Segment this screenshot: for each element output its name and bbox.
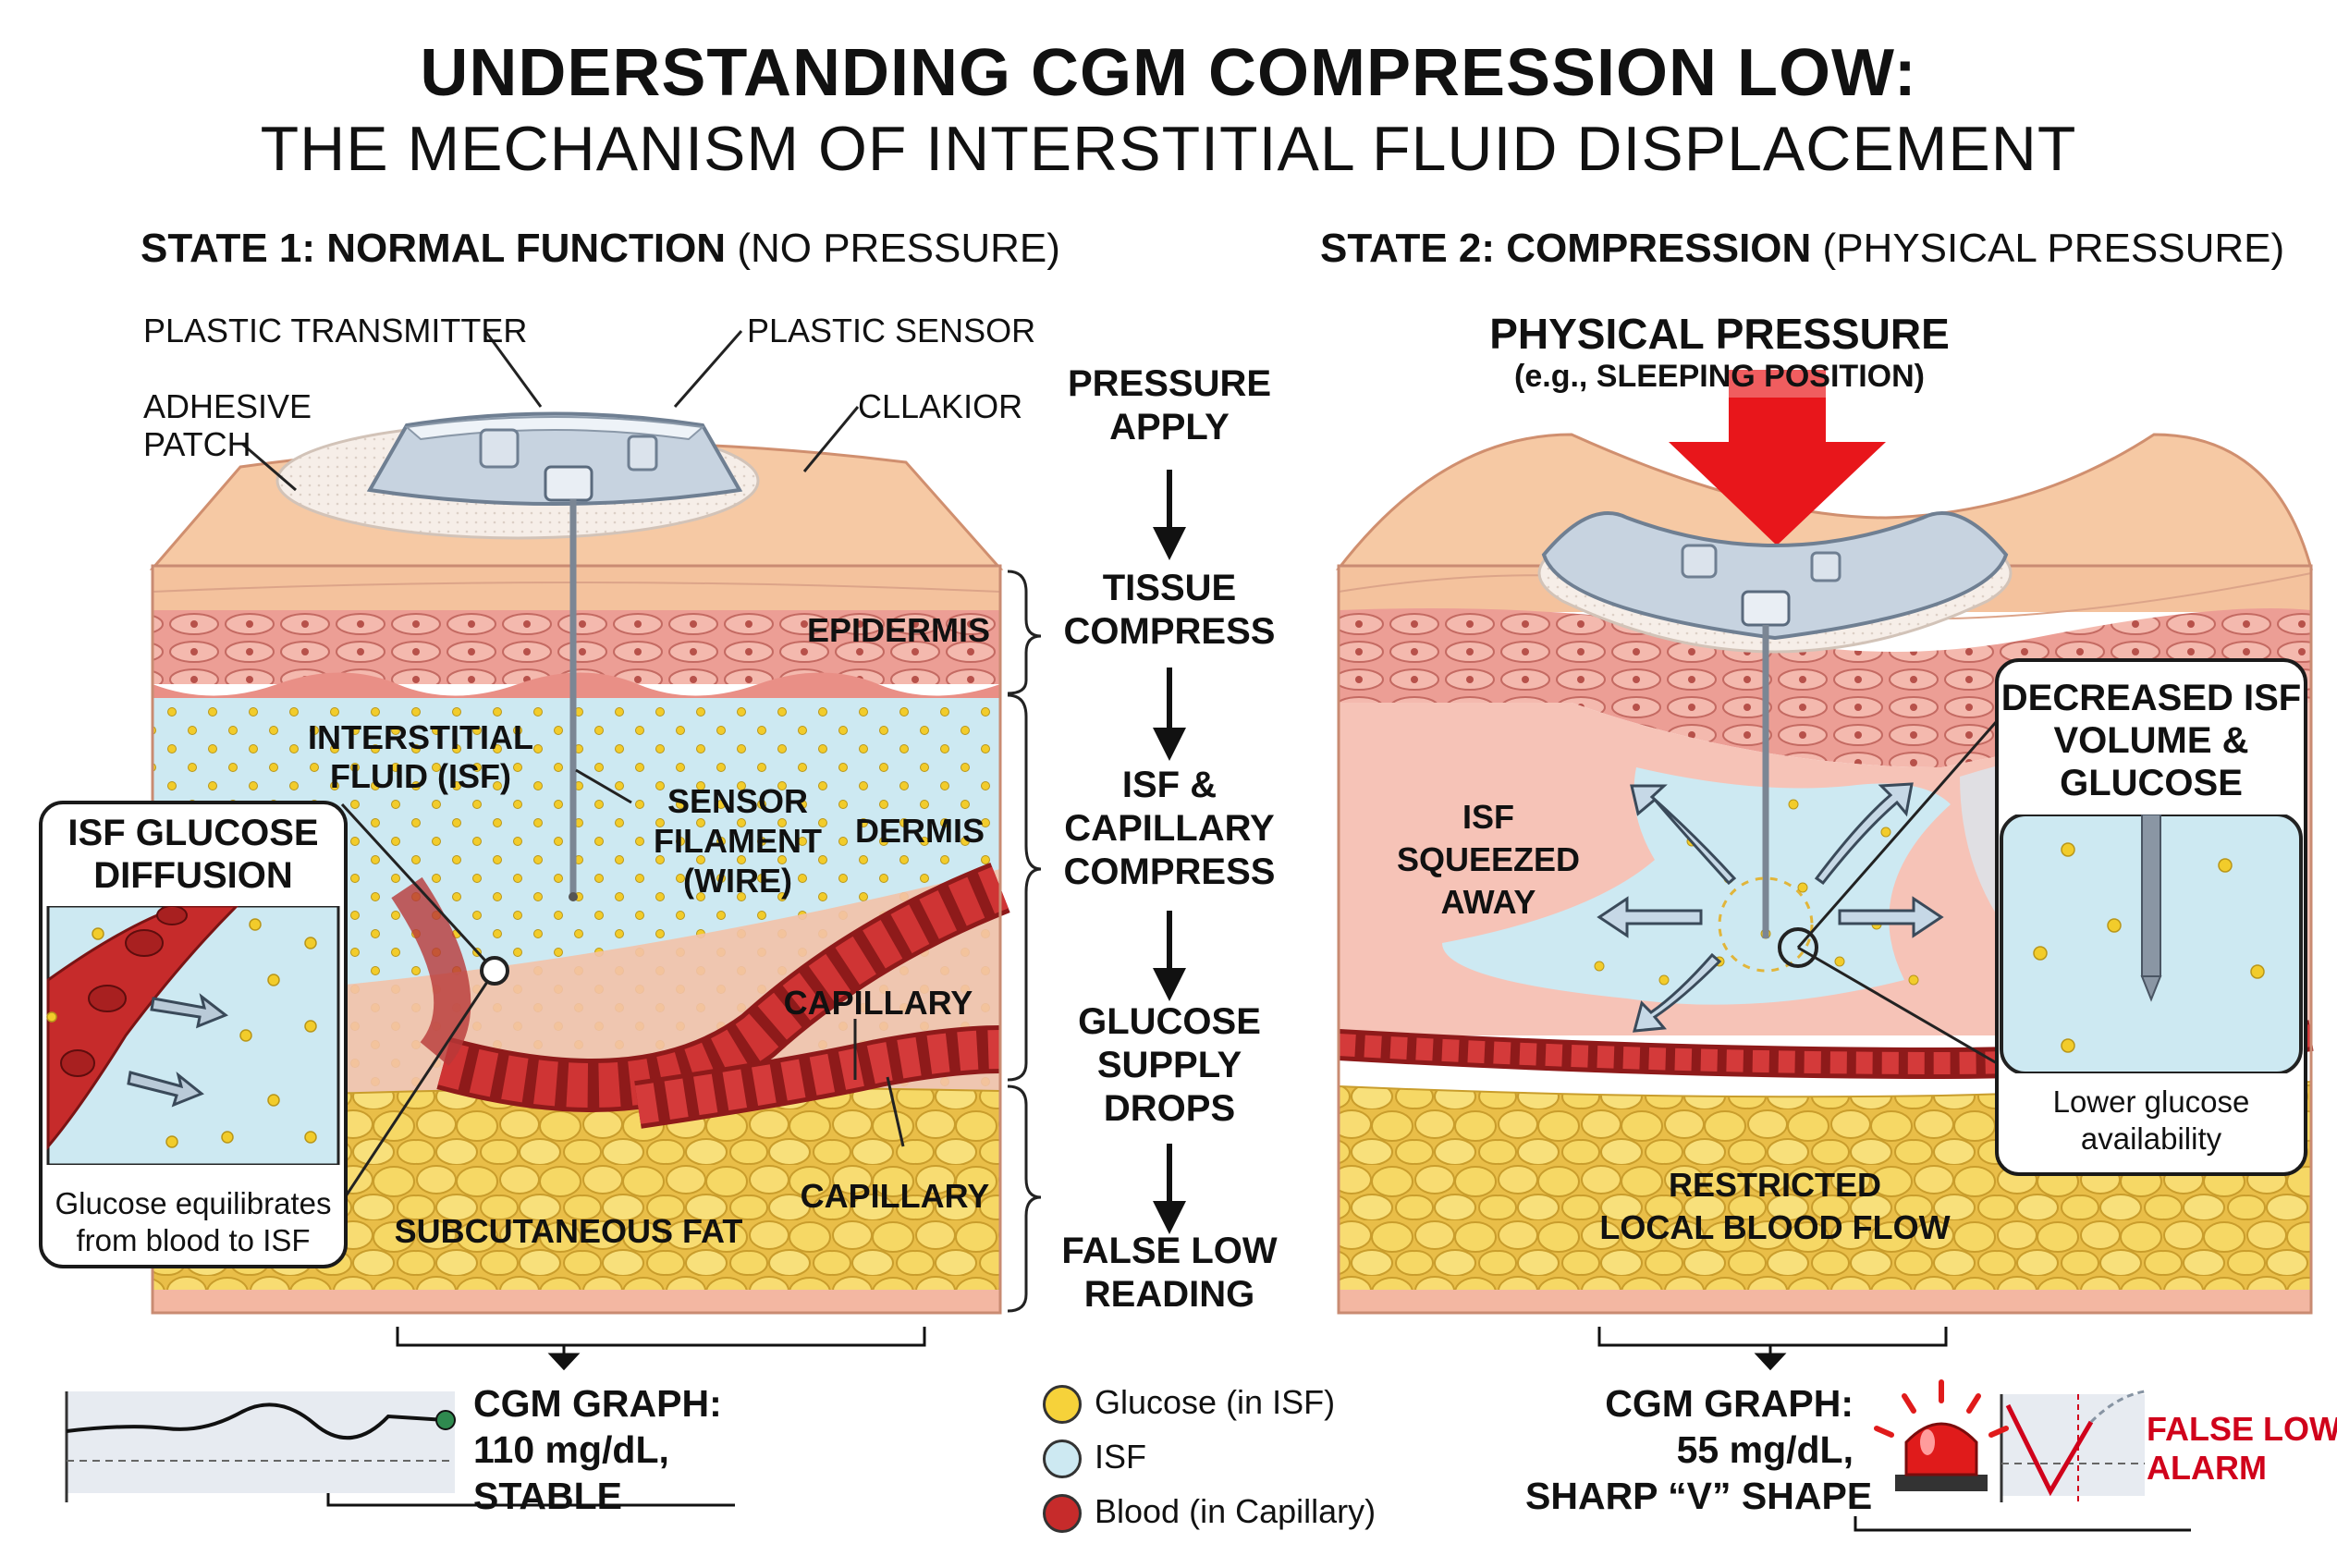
state2-inset-caption-1: Lower glucose xyxy=(2052,1084,2250,1119)
label-adhesive-1: ADHESIVE xyxy=(143,387,312,425)
flow-step-4-line1: GLUCOSE xyxy=(1078,1001,1261,1042)
state2-heading-bold: STATE 2: COMPRESSION xyxy=(1320,226,1812,271)
flow-step-5: FALSE LOW READING xyxy=(1031,1230,1308,1317)
legend-blood-swatch xyxy=(1043,1494,1082,1534)
label-capillary-1: CAPILLARY xyxy=(783,984,973,1022)
label-isf-squeezed-2: SQUEEZED xyxy=(1396,840,1581,878)
state2-inset-title-3: GLUCOSE xyxy=(2060,763,2243,803)
label-cllakior: CLLAKIOR xyxy=(858,387,1023,425)
state1-graph-line2: 110 mg/dL, xyxy=(473,1428,669,1471)
label-sensor-2: FILAMENT xyxy=(654,822,822,860)
legend-isf-label: ISF xyxy=(1095,1438,1147,1476)
label-sensor-3: (WIRE) xyxy=(683,862,792,900)
flow-step-3-line2: CAPILLARY xyxy=(1064,808,1275,849)
state1-cgm-mini-graph xyxy=(65,1391,456,1502)
state1-inset-title-2: DIFFUSION xyxy=(93,855,293,896)
state2-graph-line2: 55 mg/dL, xyxy=(1676,1428,1854,1471)
legend-item-blood: Blood (in Capillary) xyxy=(1043,1492,1377,1534)
state2-inset-title-2: VOLUME & xyxy=(2053,720,2249,761)
flow-step-3-line3: COMPRESS xyxy=(1063,851,1276,892)
legend-isf-swatch xyxy=(1043,1439,1082,1479)
legend-item-isf: ISF xyxy=(1043,1438,1147,1479)
state2-cgm-mini-graph xyxy=(2000,1390,2146,1502)
squeeze-arrows xyxy=(1597,782,1944,1033)
state2-inset-caption-2: availability xyxy=(2080,1121,2222,1156)
label-isf-squeezed-3: AWAY xyxy=(1440,883,1536,921)
state1-inset-caption-1: Glucose equilibrates xyxy=(55,1186,332,1220)
flow-step-4: GLUCOSE SUPPLY DROPS xyxy=(1031,1000,1308,1131)
state2-graph-line3: SHARP “V” SHAPE xyxy=(1525,1475,1873,1517)
inset-sensor-illustration xyxy=(2000,815,2303,1073)
state2-inset-box: DECREASED ISF VOLUME & GLUCOSE Lower glu… xyxy=(1995,658,2307,1176)
label-capillary-2: CAPILLARY xyxy=(800,1177,990,1215)
state1-cgm-device xyxy=(275,411,760,901)
label-isf-squeezed-1: ISF xyxy=(1462,798,1514,836)
flow-step-5-line2: READING xyxy=(1083,1274,1255,1315)
label-restricted-1: RESTRICTED xyxy=(1668,1166,1881,1204)
state2-heading: STATE 2: COMPRESSION (PHYSICAL PRESSURE) xyxy=(1320,226,2284,272)
state1-leader-lines xyxy=(241,330,1042,1313)
page-subtitle: THE MECHANISM OF INTERSTITIAL FLUID DISP… xyxy=(260,114,2077,184)
graph-brackets xyxy=(326,1327,2191,1532)
label-isf-1: INTERSTITIAL xyxy=(308,718,533,756)
false-low-alarm-label: FALSE LOW ALARM xyxy=(2147,1410,2337,1488)
state1-inset-title-1: ISF GLUCOSE xyxy=(67,813,319,853)
false-low-alarm-line2: ALARM xyxy=(2147,1449,2267,1487)
legend-item-glucose: Glucose (in ISF) xyxy=(1043,1383,1336,1425)
state1-inset-box: ISF GLUCOSE DIFFUSION Glucose equilibrat… xyxy=(39,801,348,1268)
state2-inset-connector xyxy=(1778,720,1999,1065)
flow-step-2-line1: TISSUE xyxy=(1102,568,1237,608)
flow-step-2: TISSUE COMPRESS xyxy=(1031,567,1308,654)
state1-graph-line3: STABLE xyxy=(473,1475,622,1517)
legend-glucose-label: Glucose (in ISF) xyxy=(1095,1383,1336,1421)
state2-heading-light: (PHYSICAL PRESSURE) xyxy=(1822,226,2285,271)
label-plastic-transmitter: PLASTIC TRANSMITTER xyxy=(143,312,528,349)
flow-step-1: PRESSURE APPLY xyxy=(1031,362,1308,449)
label-epidermis: EPIDERMIS xyxy=(806,611,991,649)
alarm-beacon-icon xyxy=(1874,1379,2009,1491)
label-sensor-1: SENSOR xyxy=(667,782,809,820)
label-dermis: DERMIS xyxy=(854,812,985,850)
flow-step-3: ISF & CAPILLARY COMPRESS xyxy=(1031,764,1308,894)
legend-glucose-swatch xyxy=(1043,1385,1082,1425)
state1-inset-connector xyxy=(340,802,509,1203)
label-plastic-sensor: PLASTIC SENSOR xyxy=(747,312,1036,349)
flow-step-4-line2: SUPPLY xyxy=(1096,1045,1242,1085)
label-physical-pressure: PHYSICAL PRESSURE xyxy=(1489,310,1950,358)
flow-step-4-line3: DROPS xyxy=(1103,1088,1236,1129)
inset-diffusion-illustration xyxy=(46,906,340,1165)
state2-graph-caption: CGM GRAPH: 55 mg/dL, SHARP “V” SHAPE xyxy=(1525,1380,1873,1519)
flow-step-3-line1: ISF & xyxy=(1121,765,1217,805)
flow-step-1-line1: PRESSURE xyxy=(1067,363,1272,404)
false-low-alarm-line1: FALSE LOW xyxy=(2147,1410,2337,1448)
label-adhesive-2: PATCH xyxy=(143,425,251,463)
pressure-arrow xyxy=(1669,370,1886,545)
state1-heading-bold: STATE 1: NORMAL FUNCTION xyxy=(141,226,727,271)
label-isf-2: FLUID (ISF) xyxy=(330,757,511,795)
state1-heading: STATE 1: NORMAL FUNCTION (NO PRESSURE) xyxy=(141,226,1060,272)
flow-step-5-line1: FALSE LOW xyxy=(1061,1231,1278,1271)
state2-inset-title-1: DECREASED ISF xyxy=(2001,678,2302,718)
label-sleeping-position: (e.g., SLEEPING POSITION) xyxy=(1514,359,1925,394)
state1-heading-light: (NO PRESSURE) xyxy=(737,226,1060,271)
legend-blood-label: Blood (in Capillary) xyxy=(1095,1492,1377,1530)
page-title: UNDERSTANDING CGM COMPRESSION LOW: xyxy=(420,36,1917,110)
state1-graph-caption: CGM GRAPH: 110 mg/dL, STABLE xyxy=(473,1380,722,1519)
state2-cgm-device xyxy=(1537,511,2013,973)
state1-graph-line1: CGM GRAPH: xyxy=(473,1382,722,1425)
flow-step-1-line2: APPLY xyxy=(1109,407,1230,447)
label-subcutaneous-fat: SUBCUTANEOUS FAT xyxy=(394,1212,743,1250)
flow-step-2-line2: COMPRESS xyxy=(1063,611,1276,652)
label-restricted-2: LOCAL BLOOD FLOW xyxy=(1599,1208,1951,1246)
state1-inset-caption-2: from blood to ISF xyxy=(76,1223,311,1257)
state2-graph-line1: CGM GRAPH: xyxy=(1605,1382,1854,1425)
